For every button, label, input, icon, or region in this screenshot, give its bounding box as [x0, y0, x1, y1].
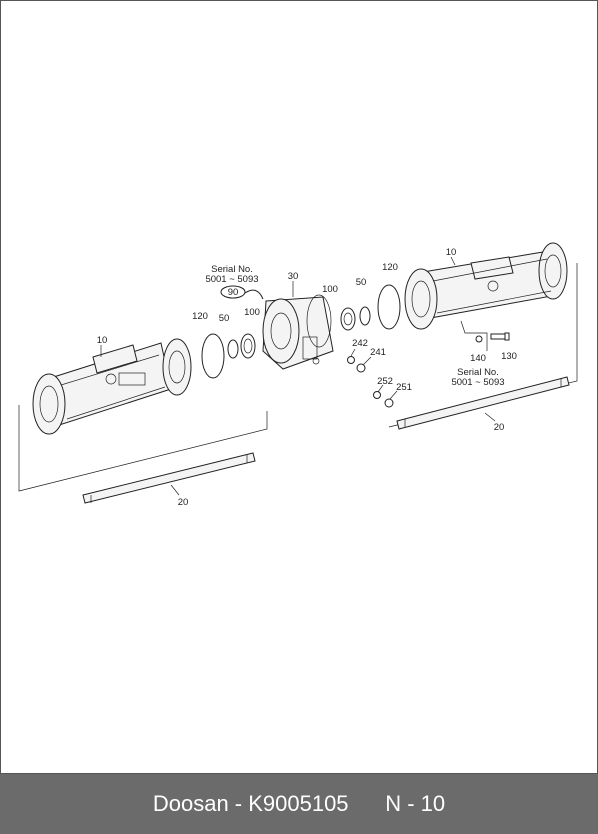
footer-bar: Doosan - K9005105 N - 10 — [0, 774, 598, 834]
left-oring — [201, 333, 225, 379]
part-251-plug — [384, 398, 394, 408]
label-part-241: 241 — [370, 347, 386, 358]
footer-page: N - 10 — [385, 791, 446, 816]
footer-brand-part: Doosan - K9005105 — [152, 791, 349, 816]
label-right-housing: 10 — [446, 247, 457, 258]
label-90-oval — [220, 285, 246, 299]
left-bearing — [240, 333, 256, 359]
left-ring — [227, 339, 239, 359]
label-right-oring: 120 — [382, 262, 398, 273]
part-252-ring — [373, 391, 381, 399]
label-part-251: 251 — [396, 382, 412, 393]
label-part-242: 242 — [352, 338, 368, 349]
label-left-ring: 50 — [219, 313, 230, 324]
right-axle-housing — [404, 242, 568, 330]
label-left-oring: 120 — [192, 311, 208, 322]
part-140-washer — [475, 335, 483, 343]
label-right-ring: 50 — [356, 277, 367, 288]
label-part-140: 140 — [470, 353, 486, 364]
left-axle-housing — [32, 338, 192, 435]
right-oring — [377, 284, 401, 330]
label-left-bearing: 100 — [244, 307, 260, 318]
diagram-frame: 10 10 30 120 120 50 50 100 100 Serial No… — [0, 0, 598, 774]
right-bearing — [340, 307, 356, 331]
right-axle-shaft — [396, 376, 570, 430]
note-serial-right-line2: 5001 ~ 5093 — [451, 377, 504, 388]
label-right-bearing: 100 — [322, 284, 338, 295]
label-center-housing: 30 — [288, 271, 299, 282]
label-part-252: 252 — [377, 376, 393, 387]
part-130-bolt — [490, 332, 510, 341]
right-ring — [359, 306, 371, 326]
center-housing — [262, 294, 334, 370]
part-241-plug — [356, 363, 366, 373]
label-right-shaft: 20 — [494, 422, 505, 433]
label-left-shaft: 20 — [178, 497, 189, 508]
part-242-ring — [347, 356, 355, 364]
exploded-axle-diagram: 10 10 30 120 120 50 50 100 100 Serial No… — [18, 242, 578, 508]
left-axle-shaft — [82, 452, 256, 504]
note-serial-top-line2: 5001 ~ 5093 — [205, 274, 258, 285]
note-serial-top-line1: Serial No. — [211, 264, 253, 275]
label-left-housing: 10 — [97, 335, 108, 346]
label-plug-90: 90 — [228, 287, 239, 298]
note-serial-right-line1: Serial No. — [457, 367, 499, 378]
label-part-130: 130 — [501, 351, 517, 362]
